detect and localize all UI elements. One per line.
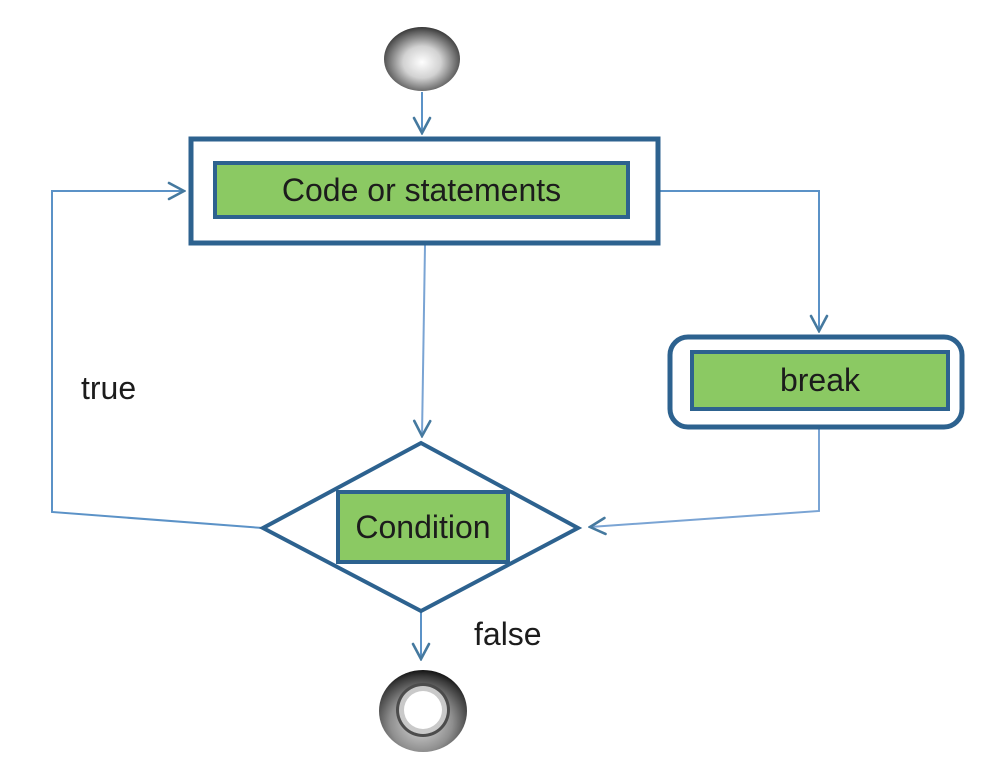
break-node-rect <box>690 350 950 411</box>
edge-condition-true-to-code <box>51 191 264 529</box>
start-node <box>384 27 460 91</box>
end-node-hole <box>404 691 442 729</box>
condition-node-rect <box>336 490 510 564</box>
end-node <box>379 670 467 752</box>
code-node-rect <box>213 161 630 219</box>
edge-code-to-break <box>658 190 819 331</box>
edge-break-to-condition <box>590 427 820 527</box>
edge-code-to-condition <box>422 244 425 436</box>
